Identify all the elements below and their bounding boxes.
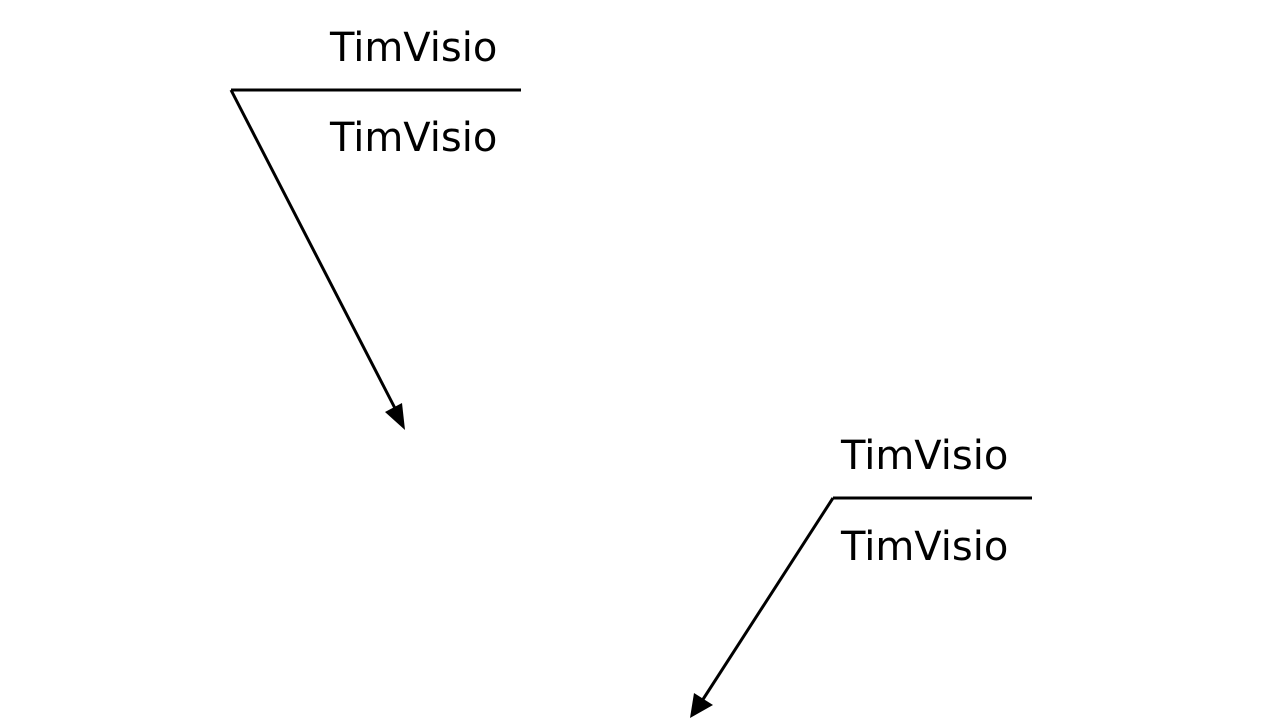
callout-1-connector — [229, 88, 521, 430]
callout-1-text-below: TimVisio — [330, 115, 498, 161]
callout-2-connector — [690, 496, 1032, 718]
callout-2-arrowhead-icon — [690, 693, 713, 718]
callout-2-text-below: TimVisio — [841, 524, 1009, 570]
callout-2-arrow — [698, 497, 835, 705]
callout-1-arrow — [229, 89, 402, 419]
callout-1-text-above: TimVisio — [330, 25, 498, 71]
callout-1-arrowhead-icon — [385, 403, 405, 430]
callout-2-text-above: TimVisio — [841, 433, 1009, 479]
